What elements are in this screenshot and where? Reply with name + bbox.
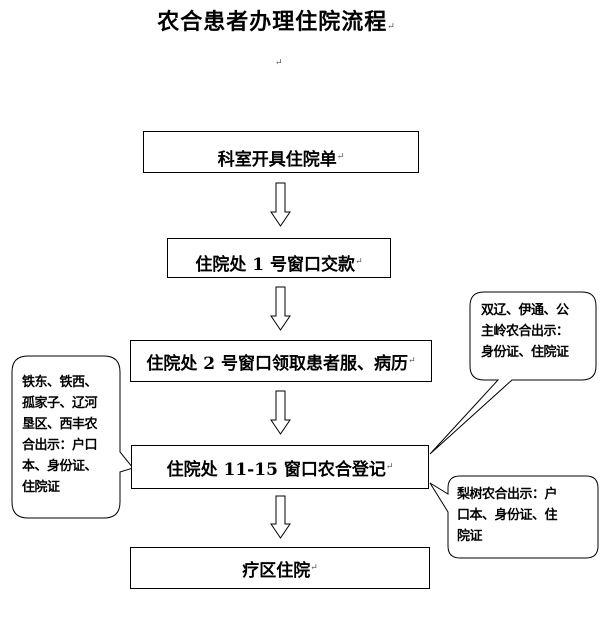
callout-right-top-text: 双辽、伊通、公 主岭农合出示： 身份证、住院证 [481,303,569,360]
callout-left-text: 铁东、铁西、 孤家子、辽河 垦区、西丰农 合出示：户口 本、身份证、 住院证 [22,375,98,495]
callout-right-bottom-text: 梨树农合出示：户 口本、身份证、住 院证 [457,487,558,544]
paragraph-mark: ↵ [310,563,318,573]
step-label: 住院处 11-15 窗口农合登记 [166,459,386,480]
step-label: 住院处 2 号窗口领取患者服、病历 [146,353,409,374]
step-box-4: 住院处 11-15 窗口农合登记↵ [131,445,429,489]
step-box-2: 住院处 1 号窗口交款↵ [167,238,391,278]
step-box-3: 住院处 2 号窗口领取患者服、病历↵ [130,340,432,382]
step-label: 科室开具住院单 [217,149,337,170]
page-title: 农合患者办理住院流程↵ [0,4,609,36]
step-label: 疗区住院 [242,560,311,581]
step-box-5: 疗区住院↵ [130,547,430,589]
title-text: 农合患者办理住院流程 [157,9,388,35]
paragraph-mark: ↵ [336,152,345,162]
paragraph-mark: ↵ [387,22,396,32]
callout-right-bottom-bubble [429,475,599,559]
down-arrow-4 [270,495,291,539]
paragraph-mark: ↵ [408,356,416,366]
paragraph-mark: ↵ [275,58,283,68]
callout-left-bubble [11,355,134,519]
down-arrow-3 [270,390,291,435]
down-arrow-1 [270,182,291,227]
step-box-1: 科室开具住院单↵ [143,131,419,173]
step-label: 住院处 1 号窗口交款 [195,254,356,275]
callout-right-top-bubble [429,291,597,455]
down-arrow-2 [270,286,291,331]
paragraph-mark: ↵ [355,257,363,267]
paragraph-mark: ↵ [385,462,394,472]
